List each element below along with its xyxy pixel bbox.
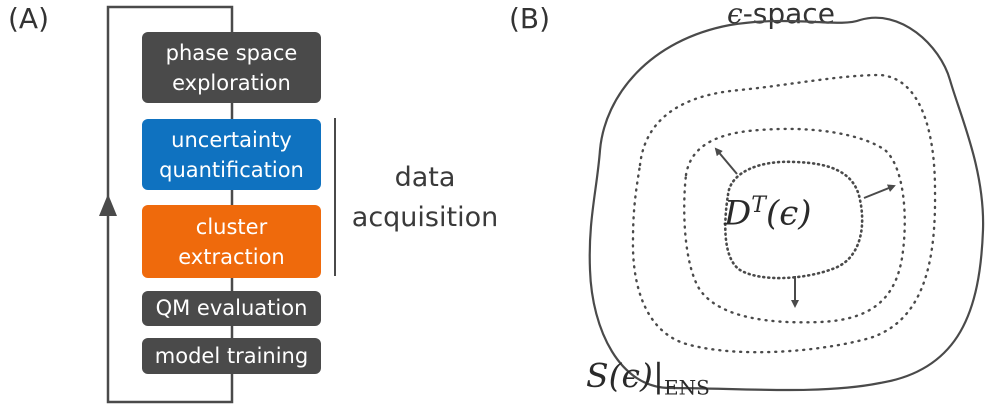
step-line: cluster xyxy=(195,214,268,239)
step-phase-space-exploration: phase space exploration xyxy=(142,32,321,103)
step-qm-evaluation: QM evaluation xyxy=(142,291,321,326)
data-acquisition-bracket xyxy=(334,118,336,276)
loop-arrow-up-icon xyxy=(99,194,117,216)
middle-contour xyxy=(631,73,937,354)
group-label-line: data xyxy=(394,162,456,193)
expansion-arrow-icon xyxy=(863,184,896,199)
step-line: extraction xyxy=(178,244,285,269)
step-line: phase space xyxy=(165,40,298,65)
expanded-contour xyxy=(683,127,906,324)
step-cluster-extraction: cluster extraction xyxy=(142,205,321,278)
data-acquisition-label: data acquisition xyxy=(340,158,510,238)
training-contour xyxy=(724,160,864,280)
step-model-training: model training xyxy=(142,338,321,374)
epsilon-space-title: ϵ-space xyxy=(727,0,835,30)
panel-b-label: (B) xyxy=(509,2,551,35)
d-argument: (ϵ) xyxy=(765,193,812,234)
s-subscript: ENS xyxy=(663,375,710,400)
group-label-line: acquisition xyxy=(351,202,499,233)
s-symbol: S xyxy=(586,356,609,395)
expansion-arrow-icon xyxy=(714,147,738,175)
loop-line xyxy=(106,5,234,404)
space-text: -space xyxy=(742,0,835,30)
step-line: QM evaluation xyxy=(155,296,308,320)
step-line: exploration xyxy=(172,70,291,95)
ensemble-boundary xyxy=(588,16,985,392)
step-line: quantification xyxy=(159,157,304,182)
epsilon-symbol: ϵ xyxy=(727,0,743,30)
step-line: model training xyxy=(154,344,309,368)
ensemble-space-label: S(ϵ)|ENS xyxy=(586,356,710,400)
s-argument: (ϵ)| xyxy=(608,356,664,395)
d-symbol: D xyxy=(724,193,752,234)
step-line: uncertainty xyxy=(171,127,292,152)
training-domain-label: DT(ϵ) xyxy=(724,193,812,233)
step-uncertainty-quantification: uncertainty quantification xyxy=(142,119,321,190)
panel-a-label: (A) xyxy=(8,2,50,35)
d-superscript: T xyxy=(751,193,766,218)
